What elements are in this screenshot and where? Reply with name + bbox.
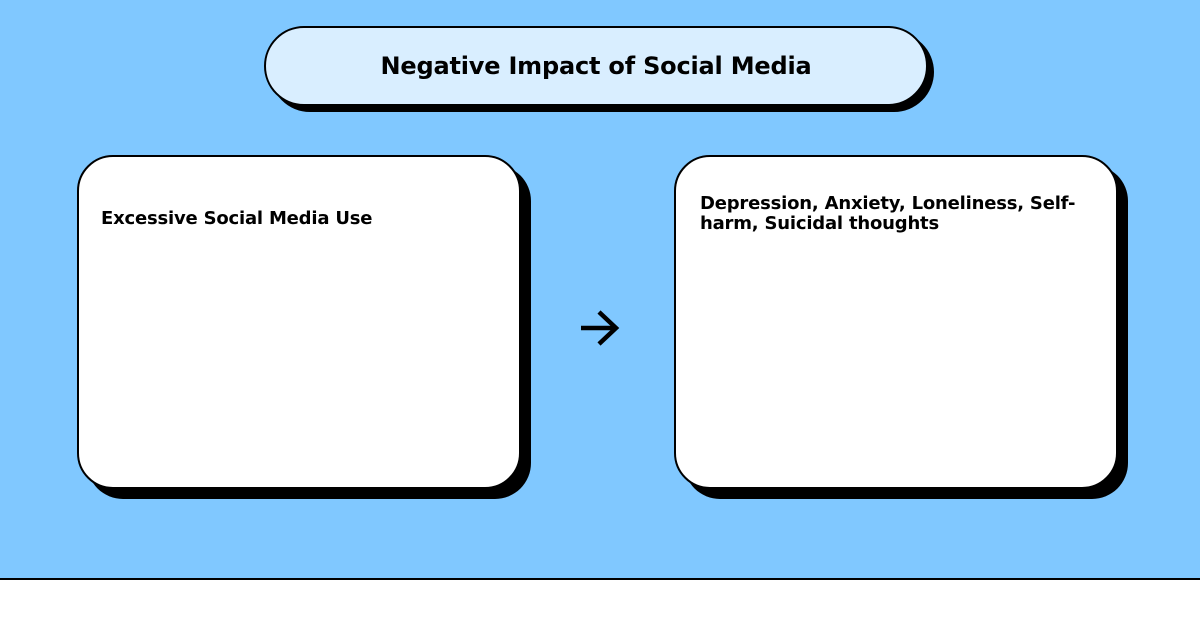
cause-card: Excessive Social Media Use	[77, 155, 521, 489]
effect-card: Depression, Anxiety, Loneliness, Self-ha…	[674, 155, 1118, 489]
title-pill: Negative Impact of Social Media	[264, 26, 928, 106]
footer-area	[0, 580, 1200, 630]
diagram-title: Negative Impact of Social Media	[380, 52, 812, 80]
arrow-right-icon	[581, 310, 620, 346]
cause-label: Excessive Social Media Use	[101, 208, 373, 229]
diagram-canvas: Negative Impact of Social Media Excessiv…	[0, 0, 1200, 580]
effect-label: Depression, Anxiety, Loneliness, Self-ha…	[700, 193, 1076, 234]
